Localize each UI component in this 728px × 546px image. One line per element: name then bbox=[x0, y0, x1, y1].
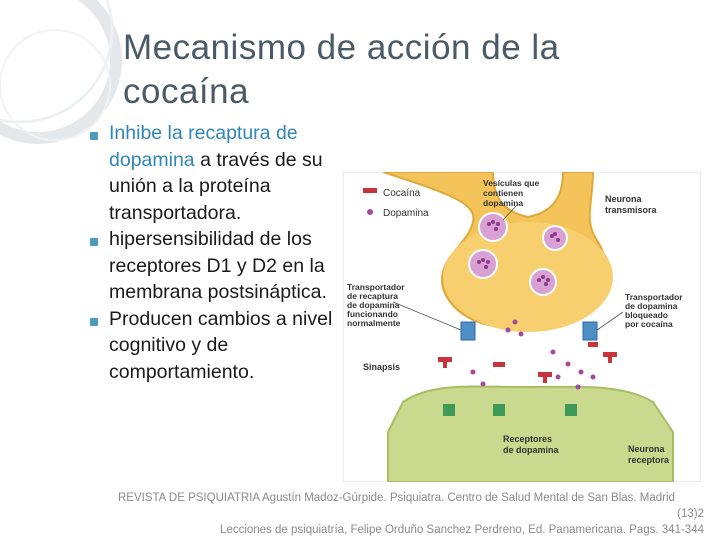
bullet-item: hipersensibilidad de los receptores D1 y… bbox=[90, 226, 360, 306]
cocaine-molecules bbox=[438, 342, 617, 383]
citation-line-3: Lecciones de psiquiatría, Felipe Orduño … bbox=[220, 524, 704, 536]
bullet-marker bbox=[90, 132, 98, 140]
label-transporter-blocked: Transportador de dopamina bloqueado por … bbox=[625, 292, 685, 329]
label-vesicles: Vesículas que contienen dopamina bbox=[483, 178, 542, 208]
label-transmitter: Neurona transmisora bbox=[605, 194, 658, 215]
slide-title: Mecanismo de acción de la cocaína bbox=[123, 26, 683, 114]
title-line-2: cocaína bbox=[123, 72, 250, 111]
vesicles bbox=[468, 212, 568, 296]
title-line-1: Mecanismo de acción de la bbox=[123, 28, 560, 67]
receiver-neuron bbox=[387, 385, 674, 482]
bullet-text: hipersensibilidad de los receptores D1 y… bbox=[109, 228, 327, 303]
receptor bbox=[493, 404, 505, 416]
citation-line-2: (13)2 bbox=[677, 508, 704, 520]
label-receiver: Neurona receptora bbox=[628, 444, 670, 465]
bullet-marker bbox=[90, 238, 98, 246]
bullet-text: Producen cambios a nivel cognitivo y de … bbox=[109, 307, 333, 383]
synapse-diagram: Cocaína Dopamina Vesículas que contienen… bbox=[343, 172, 701, 482]
citation: REVISTA DE PSIQUIATRIA Agustín Madoz-Gúr… bbox=[118, 490, 704, 538]
dopamine-dots bbox=[470, 319, 596, 390]
svg-text:Dopamina: Dopamina bbox=[383, 208, 429, 219]
citation-line-1: REVISTA DE PSIQUIATRIA Agustín Madoz-Gúr… bbox=[118, 492, 675, 504]
receptor bbox=[443, 404, 455, 416]
label-synapse: Sinapsis bbox=[363, 362, 400, 372]
bullet-marker bbox=[90, 317, 98, 326]
figure-legend: Cocaína Dopamina bbox=[363, 188, 429, 219]
label-transporter-ok: Transportador de recaptura de dopamina f… bbox=[347, 282, 407, 328]
bullet-list: Inhibe la recaptura de dopamina a través… bbox=[90, 120, 360, 385]
bullet-item: Inhibe la recaptura de dopamina a través… bbox=[90, 120, 360, 226]
bullet-item: Producen cambios a nivel cognitivo y de … bbox=[90, 306, 360, 386]
transporter-left bbox=[460, 321, 476, 341]
receptor bbox=[565, 404, 577, 416]
label-receptors: Receptores de dopamina bbox=[503, 434, 560, 455]
bullet-text: a través de su unión a la proteína trans… bbox=[109, 148, 323, 224]
svg-text:Cocaína: Cocaína bbox=[383, 188, 421, 199]
transporter-right bbox=[582, 321, 598, 341]
bullet-highlight: Inhibe la recaptura de dopamina bbox=[109, 122, 298, 171]
